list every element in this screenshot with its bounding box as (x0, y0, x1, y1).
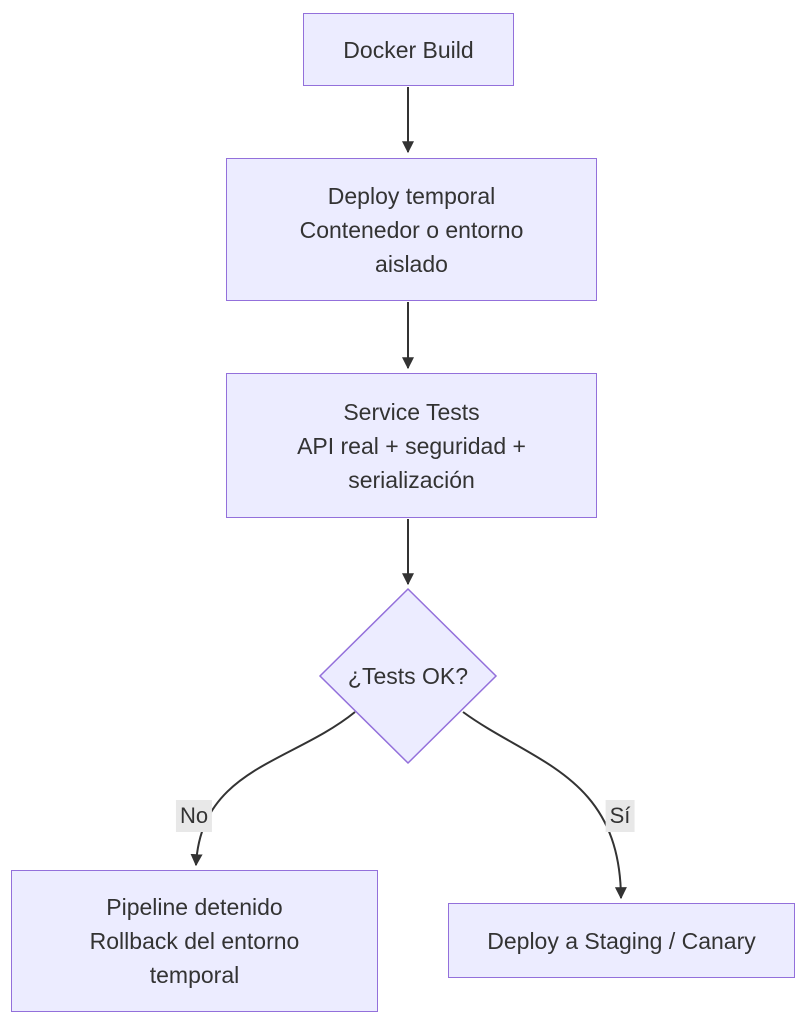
node-label-line: Contenedor o entorno (299, 216, 524, 243)
node-label-line: ¿Tests OK? (347, 663, 469, 689)
node-label-line: Pipeline detenido (106, 894, 283, 920)
node-label-line: Deploy a Staging / Canary (487, 927, 756, 954)
node-docker-build: Docker Build (303, 13, 514, 86)
node-deploy-staging: Deploy a Staging / Canary (448, 903, 795, 978)
node-tests-ok: ¿Tests OK? (318, 587, 498, 765)
edge-label-no: No (175, 800, 213, 832)
node-label-line: Docker Build (343, 36, 474, 63)
node-service-tests: Service Tests API real + seguridad + ser… (226, 373, 597, 518)
node-label-line: API real + seguridad + (297, 432, 526, 459)
node-label-line: temporal (149, 962, 240, 988)
node-label-line: Service Tests (343, 398, 480, 425)
node-label-line: aislado (375, 250, 448, 277)
node-deploy-temporal: Deploy temporal Contenedor o entorno ais… (226, 158, 597, 301)
node-label-line: Rollback del entorno (89, 928, 300, 954)
node-label-line: serialización (348, 466, 475, 493)
node-label-line: Deploy temporal (327, 182, 496, 209)
edge-label-si: Sí (605, 800, 635, 832)
diamond-shape (318, 587, 498, 765)
node-pipeline-detenido: Pipeline detenido Rollback del entorno t… (11, 870, 378, 1012)
